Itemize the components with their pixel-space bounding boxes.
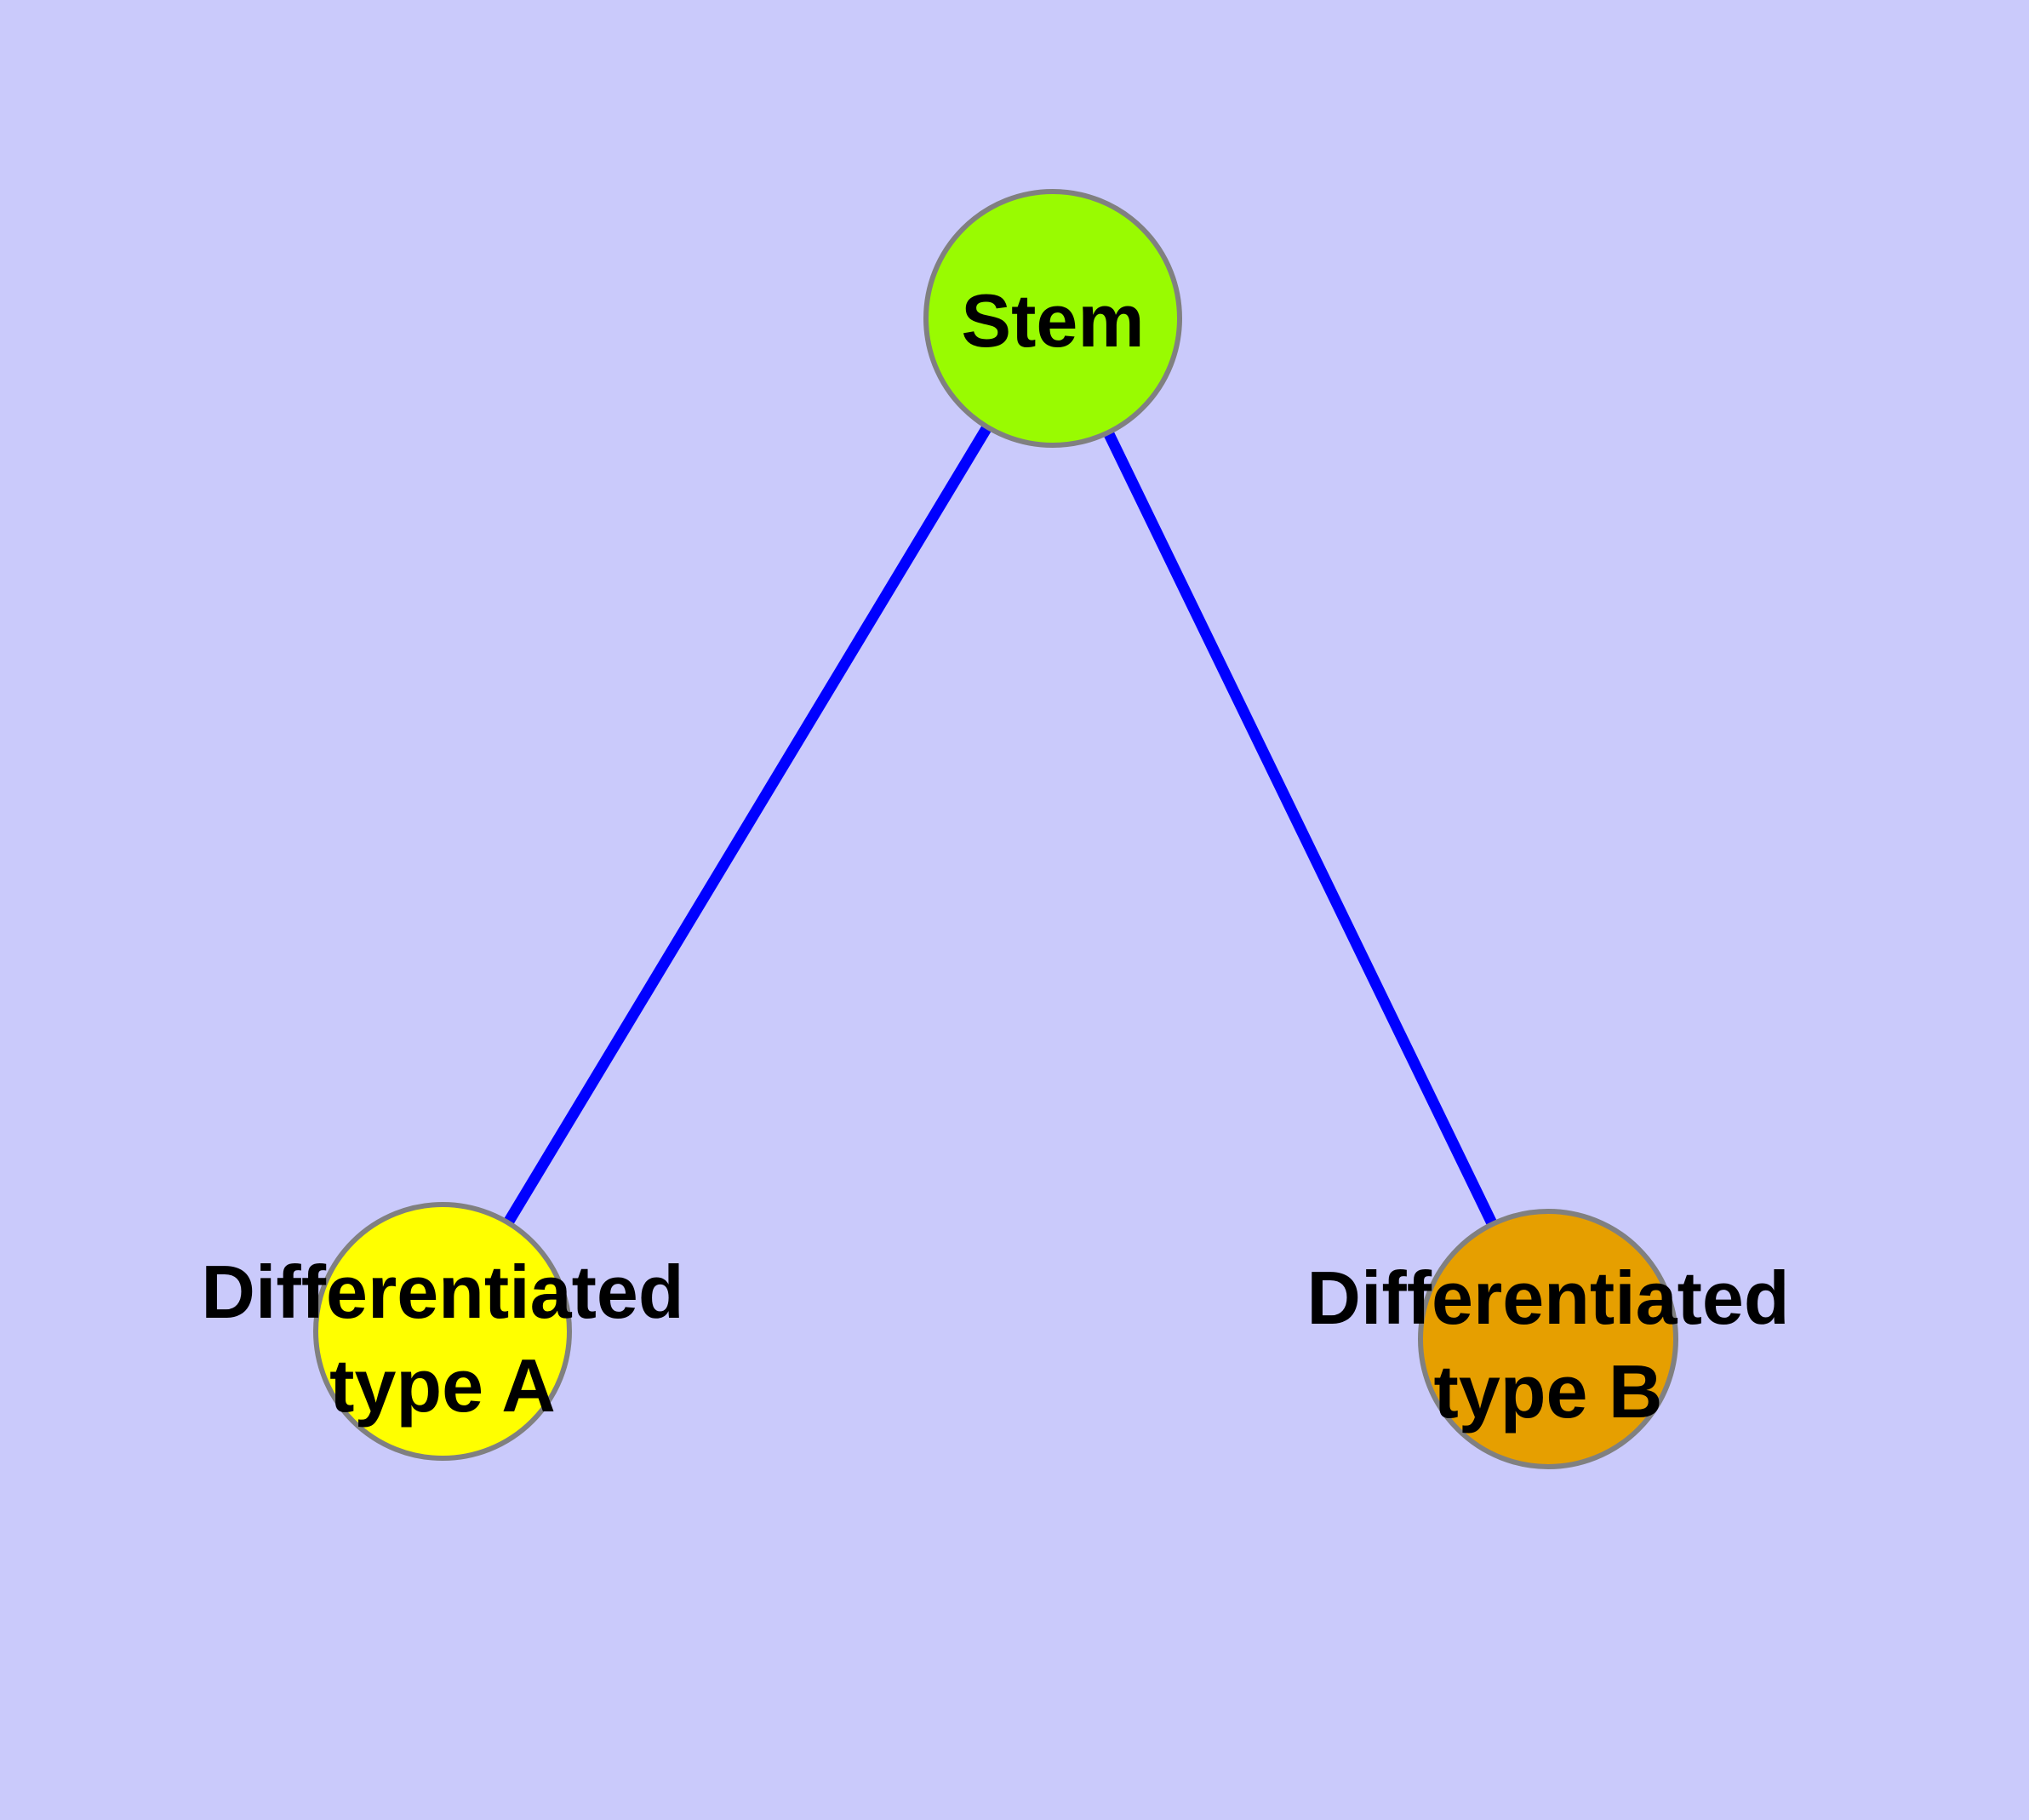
node-differentiated-type-b-label-line1: Differentiated bbox=[1306, 1256, 1789, 1340]
node-stem-label: Stem bbox=[961, 278, 1144, 363]
edge-stem-to-type-b bbox=[1048, 316, 1553, 1342]
node-differentiated-type-a-label-line2: type A bbox=[329, 1343, 556, 1428]
edge-stem-to-type-a bbox=[437, 315, 1058, 1335]
node-stem-circle bbox=[923, 189, 1182, 448]
node-differentiated-type-b-label-line2: type B bbox=[1434, 1349, 1663, 1434]
node-differentiated-type-a-label-line1: Differentiated bbox=[201, 1250, 683, 1334]
node-differentiated-type-a-circle bbox=[313, 1202, 572, 1461]
node-differentiated-type-a: Differentiated type A bbox=[201, 1202, 684, 1461]
node-differentiated-type-b-circle bbox=[1418, 1209, 1678, 1469]
node-stem: Stem bbox=[923, 189, 1182, 448]
node-differentiated-type-b: Differentiated type B bbox=[1306, 1209, 1790, 1469]
